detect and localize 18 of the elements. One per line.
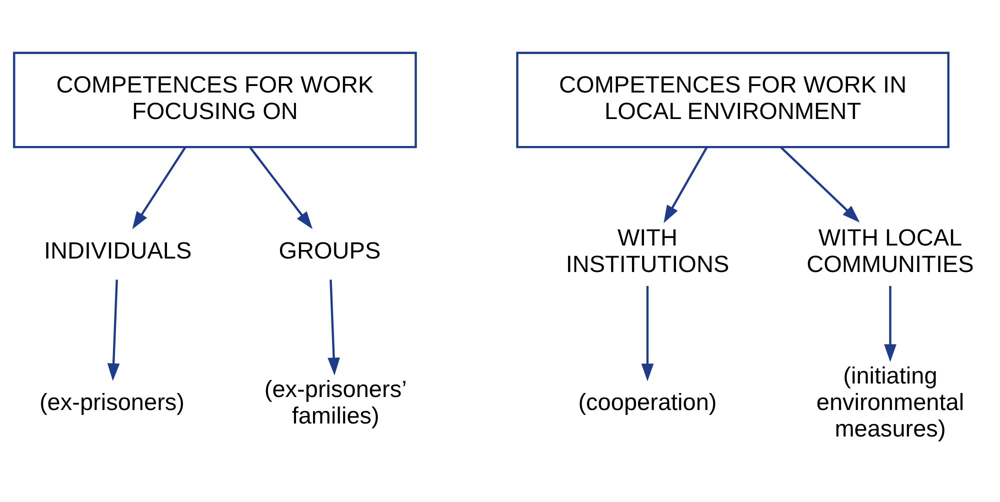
- arrow: [249, 146, 313, 229]
- node-text: GROUPS: [278, 237, 381, 264]
- node-text: WITH LOCAL COMMUNITIES: [806, 224, 974, 276]
- arrow: [107, 279, 120, 381]
- node-text: (ex-prisoners’ families): [264, 375, 407, 428]
- arrow: [884, 285, 896, 362]
- node-text: WITH INSTITUTIONS: [566, 224, 730, 276]
- node-text: (cooperation): [578, 388, 717, 415]
- arrow: [132, 146, 186, 229]
- arrow: [328, 279, 340, 375]
- node-box: COMPETENCES FOR WORK IN LOCAL ENVIRONMENT: [516, 51, 950, 148]
- node-text: (initiating environmental measures): [816, 362, 964, 442]
- node-text: (ex-prisoners): [39, 388, 184, 415]
- arrow: [641, 285, 654, 381]
- node-text: INDIVIDUALS: [44, 237, 192, 264]
- arrow: [664, 146, 708, 223]
- arrow: [780, 146, 860, 222]
- node-box: COMPETENCES FOR WORK FOCUSING ON: [13, 51, 417, 148]
